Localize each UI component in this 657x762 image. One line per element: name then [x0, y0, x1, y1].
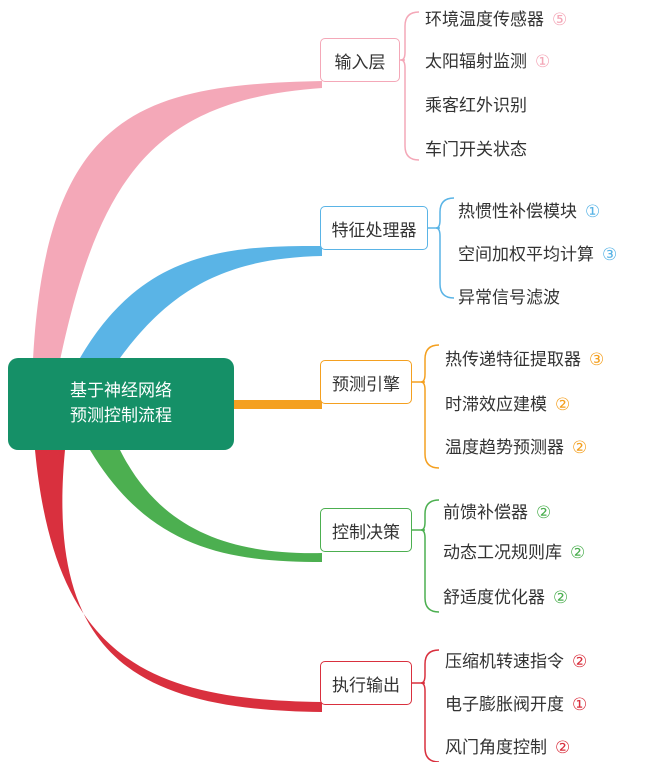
leaf-count-badge: ②	[555, 395, 571, 415]
branch-node-4: 控制决策	[320, 508, 412, 552]
leaf-item: 电子膨胀阀开度 ①	[445, 694, 587, 716]
leaf-text: 车门开关状态	[425, 140, 527, 160]
leaf-item: 压缩机转速指令 ②	[445, 651, 587, 673]
branch-label: 特征处理器	[331, 220, 417, 241]
leaf-text: 乘客红外识别	[425, 96, 527, 116]
leaf-count-badge: ③	[589, 350, 605, 370]
leaf-item: 风门角度控制 ②	[445, 737, 570, 759]
leaf-count-badge: ⑤	[552, 10, 568, 30]
leaf-item: 环境温度传感器 ⑤	[425, 9, 567, 31]
connector-ribbon-2	[80, 245, 322, 358]
leaf-count-badge: ②	[572, 652, 588, 672]
branch-label: 输入层	[334, 52, 386, 73]
leaf-count-badge: ①	[535, 52, 551, 72]
brace-5	[420, 649, 440, 762]
leaf-item: 热传递特征提取器 ③	[445, 349, 604, 371]
leaf-item: 空间加权平均计算 ③	[458, 244, 617, 266]
leaf-item: 时滞效应建模 ②	[445, 394, 570, 416]
connector-ribbon-1	[32, 81, 322, 385]
leaf-text: 动态工况规则库	[443, 543, 562, 563]
brace-2	[435, 197, 455, 299]
leaf-count-badge: ②	[572, 438, 588, 458]
leaf-item: 车门开关状态	[425, 139, 527, 161]
leaf-item: 热惯性补偿模块 ①	[458, 201, 600, 223]
branch-label: 执行输出	[332, 675, 400, 696]
leaf-text: 电子膨胀阀开度	[445, 695, 564, 715]
leaf-text: 空间加权平均计算	[458, 245, 594, 265]
branch-node-1: 输入层	[320, 38, 400, 82]
leaf-text: 风门角度控制	[445, 738, 547, 758]
leaf-count-badge: ②	[555, 738, 571, 758]
leaf-text: 太阳辐射监测	[425, 52, 527, 72]
leaf-item: 动态工况规则库 ②	[443, 542, 585, 564]
leaf-text: 环境温度传感器	[425, 10, 544, 30]
leaf-text: 热传递特征提取器	[445, 350, 581, 370]
leaf-count-badge: ①	[585, 202, 601, 222]
branch-node-5: 执行输出	[320, 661, 412, 705]
brace-3	[420, 344, 440, 469]
leaf-text: 时滞效应建模	[445, 395, 547, 415]
leaf-count-badge: ②	[536, 503, 552, 523]
leaf-text: 热惯性补偿模块	[458, 202, 577, 222]
leaf-item: 前馈补偿器 ②	[443, 502, 551, 524]
root-title-line-2: 预测控制流程	[70, 406, 172, 426]
leaf-count-badge: ②	[553, 588, 569, 608]
connector-ribbon-5	[35, 450, 322, 712]
branch-label: 控制决策	[332, 522, 400, 543]
root-node: 基于神经网络 预测控制流程	[8, 358, 234, 450]
brace-4	[420, 499, 440, 613]
leaf-item: 异常信号滤波	[458, 287, 560, 309]
root-title-line-1: 基于神经网络	[70, 381, 172, 401]
leaf-item: 乘客红外识别	[425, 95, 527, 117]
branch-node-2: 特征处理器	[320, 206, 428, 250]
branch-label: 预测引擎	[332, 374, 400, 395]
connector-ribbon-3	[234, 400, 322, 409]
leaf-text: 异常信号滤波	[458, 288, 560, 308]
leaf-text: 舒适度优化器	[443, 588, 545, 608]
leaf-text: 压缩机转速指令	[445, 652, 564, 672]
branch-node-3: 预测引擎	[320, 360, 412, 404]
leaf-text: 前馈补偿器	[443, 503, 528, 523]
connector-ribbon-4	[90, 450, 322, 562]
leaf-item: 温度趋势预测器 ②	[445, 437, 587, 459]
leaf-item: 太阳辐射监测 ①	[425, 51, 550, 73]
leaf-count-badge: ②	[570, 543, 586, 563]
leaf-count-badge: ③	[602, 245, 618, 265]
leaf-item: 舒适度优化器 ②	[443, 587, 568, 609]
brace-1	[400, 11, 420, 161]
leaf-text: 温度趋势预测器	[445, 438, 564, 458]
leaf-count-badge: ①	[572, 695, 588, 715]
